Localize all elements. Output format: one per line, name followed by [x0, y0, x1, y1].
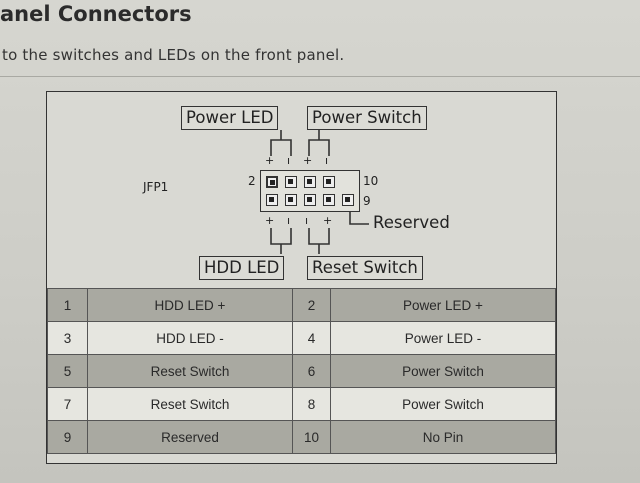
polarity-minus-reset-switch: ı: [305, 214, 309, 227]
pin-number-cell: 7: [47, 387, 88, 421]
pin-number-cell: 5: [47, 354, 88, 388]
pin-9: [342, 194, 354, 206]
pin-number-10: 10: [363, 174, 379, 188]
power-switch-label: Power Switch: [307, 106, 427, 130]
pin-number-cell: 8: [292, 387, 331, 421]
reserved-label: Reserved: [373, 213, 450, 232]
polarity-plus-reset-switch: +: [323, 214, 333, 227]
pin-1: [266, 194, 278, 206]
reset-switch-label: Reset Switch: [307, 256, 423, 280]
pin-number-9: 9: [363, 194, 371, 208]
pin-4: [285, 176, 297, 188]
polarity-minus-power-switch: ı: [325, 154, 329, 167]
polarity-plus-hdd-led: +: [265, 214, 275, 227]
pin-8: [323, 176, 335, 188]
polarity-minus-power-led: ı: [287, 154, 291, 167]
pin-number-cell: 4: [292, 321, 331, 355]
pin-name-cell: Reset Switch: [87, 387, 293, 421]
pin-number-cell: 3: [47, 321, 88, 355]
connector-panel: Power LED Power Switch + ı + ı JFP1 2 10…: [46, 91, 557, 464]
pin-name-cell: Power Switch: [330, 354, 556, 388]
table-row: 7 Reset Switch 8 Power Switch: [47, 387, 556, 421]
polarity-plus-power-switch: +: [303, 154, 313, 167]
pin-number-2: 2: [248, 174, 256, 188]
pin-name-cell: Power LED -: [330, 321, 556, 355]
pin-definition-table: 1 HDD LED + 2 Power LED + 3 HDD LED - 4 …: [47, 288, 556, 454]
hdd-led-label: HDD LED: [199, 256, 285, 280]
polarity-plus-power-led: +: [265, 154, 275, 167]
pin-2: [266, 176, 278, 188]
header-name: JFP1: [143, 180, 169, 194]
pin-number-cell: 10: [292, 420, 331, 454]
pin-number-cell: 2: [292, 288, 331, 322]
jfp1-pin-header: [260, 170, 360, 212]
connector-diagram: Power LED Power Switch + ı + ı JFP1 2 10…: [47, 92, 558, 288]
section-subtitle: to the switches and LEDs on the front pa…: [2, 46, 345, 64]
pin-name-cell: Power Switch: [330, 387, 556, 421]
pin-number-cell: 1: [47, 288, 88, 322]
pin-name-cell: Reset Switch: [87, 354, 293, 388]
table-row: 1 HDD LED + 2 Power LED +: [47, 288, 556, 322]
section-heading: anel Connectors: [0, 2, 192, 26]
pin-name-cell: Power LED +: [330, 288, 556, 322]
table-row: 3 HDD LED - 4 Power LED -: [47, 321, 556, 355]
pin-6: [304, 176, 316, 188]
diagram-wiring: [270, 130, 369, 254]
pin-name-cell: No Pin: [330, 420, 556, 454]
pin-name-cell: Reserved: [87, 420, 293, 454]
divider: [0, 76, 640, 77]
pin-name-cell: HDD LED +: [87, 288, 293, 322]
pin-7: [323, 194, 335, 206]
pin-5: [304, 194, 316, 206]
power-led-label: Power LED: [181, 106, 279, 130]
table-row: 5 Reset Switch 6 Power Switch: [47, 354, 556, 388]
pin-number-cell: 6: [292, 354, 331, 388]
polarity-minus-hdd-led: ı: [287, 214, 291, 227]
pin-name-cell: HDD LED -: [87, 321, 293, 355]
pin-3: [285, 194, 297, 206]
table-row: 9 Reserved 10 No Pin: [47, 420, 556, 454]
pin-number-cell: 9: [47, 420, 88, 454]
